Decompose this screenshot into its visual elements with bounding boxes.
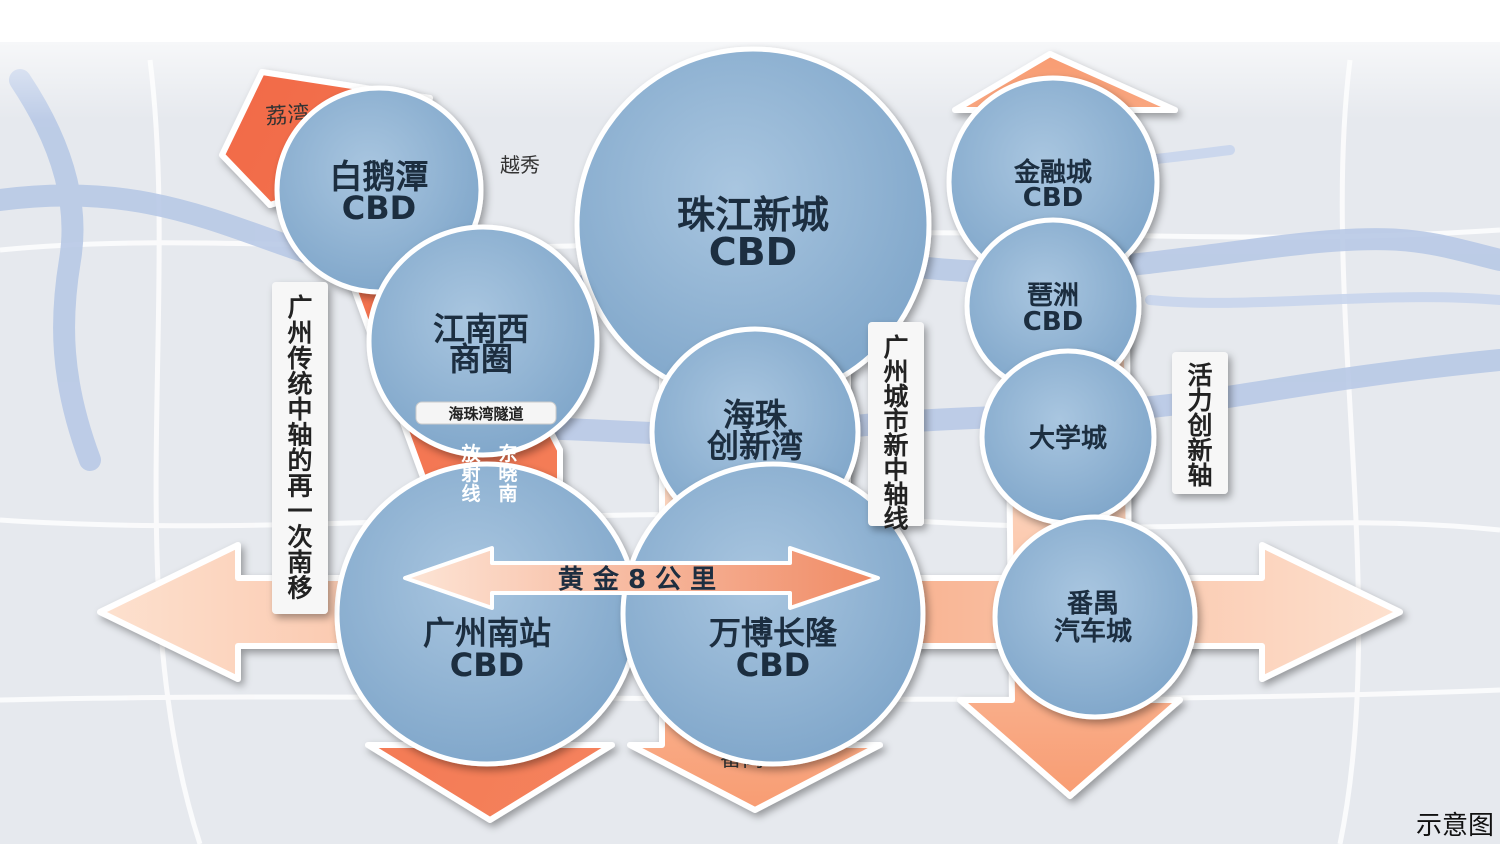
axis-traditional-char-8: 一 (287, 497, 312, 526)
hub-wanbo-cbd: 万博长隆 CBD (620, 461, 926, 767)
hub-jiangnanxi-line2: 商圈 (449, 340, 513, 378)
axis-new-char-7: 线 (883, 505, 908, 534)
axis-traditional-char-5: 轴 (287, 421, 312, 450)
hub-daxuecheng: 大学城 (979, 348, 1157, 526)
golden-8km-overlay: 黄 金 8 公 里 (403, 546, 880, 610)
radial-col1-char-2: 南 (498, 483, 517, 505)
hub-pazhou-line1: 琶洲 (1027, 281, 1079, 311)
axis-traditional-char-6: 的 (287, 446, 312, 475)
hub-daxuecheng-line1: 大学城 (1029, 423, 1107, 454)
hub-pazhou-line2: CBD (1023, 307, 1083, 337)
hub-haizhu-line2: 创新湾 (706, 427, 803, 465)
hub-baietan-line1: 白鹅潭 (330, 157, 429, 196)
axis-new-char-5: 中 (883, 456, 908, 485)
axis-new-char-0: 广 (883, 333, 908, 362)
hub-jiangnanxi: 江南西 商圈 (366, 224, 600, 458)
axis-traditional-char-2: 传 (286, 344, 312, 373)
radial-col2-char-0: 放 (460, 442, 481, 465)
axis-innovation-char-0: 活 (1187, 361, 1212, 390)
caption-schematic: 示意图 (1415, 811, 1494, 841)
axis-innovation-char-1: 力 (1187, 386, 1212, 415)
axis-traditional-char-1: 州 (287, 319, 312, 348)
hub-zhujiang-line1: 珠江新城 (677, 193, 829, 237)
axis-innovation-char-3: 新 (1187, 436, 1212, 465)
hub-zhujiang-line2: CBD (709, 230, 797, 274)
radial-line-label: 东晓南 放射线 (460, 442, 517, 505)
axis-innovation-char-2: 创 (1186, 411, 1212, 440)
axis-traditional-char-0: 广 (287, 293, 312, 322)
hub-guangzhou-south-cbd: 广州南站 CBD (334, 461, 640, 767)
axis-innovation-char-4: 轴 (1187, 461, 1212, 490)
axis-new-char-4: 新 (883, 431, 908, 460)
hub-baietan-line2: CBD (342, 189, 416, 227)
golden-8km-label: 黄 金 8 公 里 (558, 564, 716, 595)
radial-col-2: 放射线 (460, 442, 481, 505)
radial-col1-char-1: 晓 (498, 463, 517, 485)
radial-col1-char-0: 东 (498, 442, 517, 465)
hub-jiangnanxi-line1: 江南西 (433, 310, 529, 348)
axis-traditional-char-4: 中 (287, 395, 312, 424)
hub-wanbo-line1: 万博长隆 (709, 614, 838, 652)
axis-traditional-char-10: 南 (287, 548, 312, 577)
axis-traditional-char-11: 移 (287, 574, 312, 603)
hub-jinrong-line2: CBD (1023, 183, 1083, 213)
axis-traditional-char-9: 次 (287, 523, 312, 552)
hub-gzsouth-line1: 广州南站 (423, 614, 551, 652)
axis-traditional-char-7: 再 (287, 472, 312, 501)
radial-col2-char-1: 射 (460, 462, 480, 485)
radial-col2-char-2: 线 (461, 482, 480, 505)
hub-jinrong-line1: 金融城 (1013, 157, 1092, 188)
axis-new-char-1: 州 (883, 358, 908, 387)
hub-panyuauto-line2: 汽车城 (1054, 616, 1132, 647)
axis-new-char-6: 轴 (883, 480, 908, 509)
axis-new-char-3: 市 (883, 407, 908, 436)
axis-new-char-2: 城 (883, 382, 908, 411)
place-yuexiu: 越秀 (500, 153, 540, 177)
hub-wanbo-line2: CBD (736, 646, 810, 684)
hub-gzsouth-line2: CBD (450, 646, 524, 684)
hub-haizhu-line1: 海珠 (723, 396, 788, 434)
tunnel-label: 海珠湾隧道 (448, 405, 523, 423)
hub-panyu-auto-city: 番禺 汽车城 (992, 514, 1198, 720)
tunnel-tag: 海珠湾隧道 (415, 401, 557, 425)
radial-col-1: 东晓南 (498, 442, 517, 505)
axis-traditional-char-3: 统 (287, 370, 312, 399)
hub-zhujiang-cbd: 珠江新城 CBD (574, 46, 932, 404)
hub-circles: 白鹅潭 CBD 珠江新城 CBD 金融城 CBD 琶洲 CBD 江南西 商圈 海… (274, 46, 1198, 767)
hub-panyuauto-line1: 番禺 (1067, 589, 1119, 619)
